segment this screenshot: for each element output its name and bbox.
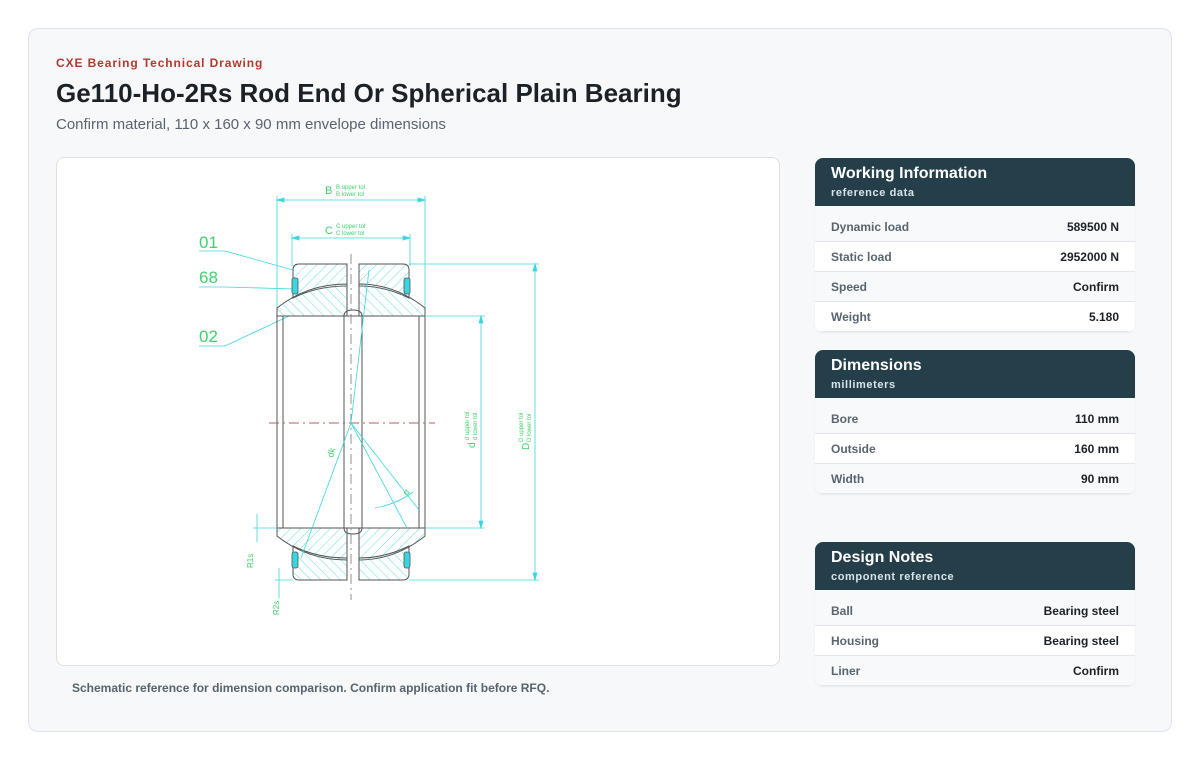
spec-label: Housing	[831, 633, 879, 648]
seal-upper-left	[291, 277, 299, 295]
dk-label: dk	[325, 446, 337, 458]
design-notes-panel: Design Notes component reference Ball Be…	[815, 542, 1135, 686]
spec-value: 110 mm	[1074, 411, 1119, 426]
dim-d-lower: d lower tol	[473, 413, 479, 440]
drawing-caption: Schematic reference for dimension compar…	[72, 681, 550, 695]
spec-value: Confirm	[1073, 279, 1119, 294]
working-info-panel: Working Information reference data Dynam…	[815, 158, 1135, 332]
dimensions-header: Dimensions millimeters	[815, 350, 1135, 398]
outer-ring-lower	[292, 545, 410, 581]
spec-label: Dynamic load	[831, 219, 910, 234]
seal-lower-right	[403, 551, 411, 569]
spec-label: Outside	[831, 441, 876, 456]
spec-label: Static load	[831, 249, 892, 264]
dim-big-d-lower: D lower tol	[527, 414, 533, 442]
dim-d-label: d	[467, 442, 478, 448]
dim-b-label: B	[325, 185, 332, 197]
dimensions-title: Dimensions	[831, 357, 922, 374]
spec-row-dynamic-load: Dynamic load 589500 N	[815, 212, 1135, 242]
bearing-drawing-svg: B B upper tol B lower tol C C upper tol …	[199, 185, 539, 615]
dim-c-lower: C lower tol	[336, 231, 364, 237]
spec-row-static-load: Static load 2952000 N	[815, 242, 1135, 272]
dim-b-upper: B upper tol	[336, 185, 365, 191]
spec-value: Bearing steel	[1043, 633, 1119, 648]
dim-b-lower: B lower tol	[336, 192, 364, 198]
technical-drawing: B B upper tol B lower tol C C upper tol …	[56, 157, 780, 666]
radius-marks	[253, 514, 293, 598]
dimensions-subtitle: millimeters	[831, 379, 896, 391]
part-68-label: 68	[199, 268, 218, 287]
spec-label: Ball	[831, 603, 854, 618]
spec-value: 589500 N	[1066, 219, 1119, 234]
sphere-construction	[300, 269, 420, 559]
spec-value: Bearing steel	[1043, 603, 1119, 618]
dim-b	[275, 196, 427, 318]
seal-upper-right	[403, 277, 411, 295]
spec-label: Liner	[831, 663, 861, 678]
spec-row-outside: Outside 160 mm	[815, 434, 1135, 464]
spec-row-ball: Ball Bearing steel	[815, 596, 1135, 626]
spec-label: Bore	[831, 411, 859, 426]
spec-label: Speed	[831, 279, 868, 294]
spec-value: 5.180	[1088, 309, 1119, 324]
spec-value: Confirm	[1073, 663, 1119, 678]
dim-big-d-label: D	[521, 443, 532, 450]
dim-d	[425, 314, 485, 530]
r2s-label: R2s	[272, 601, 281, 615]
alpha-label: α	[400, 487, 411, 497]
leader-lines	[199, 250, 296, 347]
inner-ring-upper	[276, 283, 426, 317]
dim-c-upper: C upper tol	[336, 224, 365, 230]
part-02-label: 02	[199, 327, 218, 346]
page-subtitle: Confirm material, 110 x 160 x 90 mm enve…	[56, 116, 446, 133]
dim-c	[290, 234, 412, 266]
spec-label: Width	[831, 471, 865, 486]
working-info-subtitle: reference data	[831, 187, 915, 199]
r1s-label: R1s	[246, 554, 255, 568]
dim-c-label: C	[325, 225, 333, 237]
spec-label: Weight	[831, 309, 871, 324]
dim-big-d	[409, 262, 539, 582]
design-notes-subtitle: component reference	[831, 571, 955, 583]
dim-d-upper: d upper tol	[465, 412, 471, 440]
working-info-header: Working Information reference data	[815, 158, 1135, 206]
spec-value: 90 mm	[1080, 471, 1119, 486]
eyebrow-label: CXE Bearing Technical Drawing	[56, 56, 264, 70]
spec-row-housing: Housing Bearing steel	[815, 626, 1135, 656]
page-title: Ge110-Ho-2Rs Rod End Or Spherical Plain …	[56, 78, 682, 108]
working-info-title: Working Information	[831, 165, 988, 182]
seal-lower-left	[291, 551, 299, 569]
part-01-label: 01	[199, 233, 218, 252]
dim-big-d-upper: D upper tol	[519, 413, 525, 442]
design-notes-title: Design Notes	[831, 549, 934, 566]
spec-row-width: Width 90 mm	[815, 464, 1135, 494]
spec-value: 160 mm	[1074, 441, 1119, 456]
dimensions-panel: Dimensions millimeters Bore 110 mm Outsi…	[815, 350, 1135, 494]
spec-row-speed: Speed Confirm	[815, 272, 1135, 302]
spec-row-liner: Liner Confirm	[815, 656, 1135, 686]
spec-row-weight: Weight 5.180	[815, 302, 1135, 332]
spec-row-bore: Bore 110 mm	[815, 404, 1135, 434]
design-notes-header: Design Notes component reference	[815, 542, 1135, 590]
spec-value: 2952000 N	[1060, 249, 1119, 264]
